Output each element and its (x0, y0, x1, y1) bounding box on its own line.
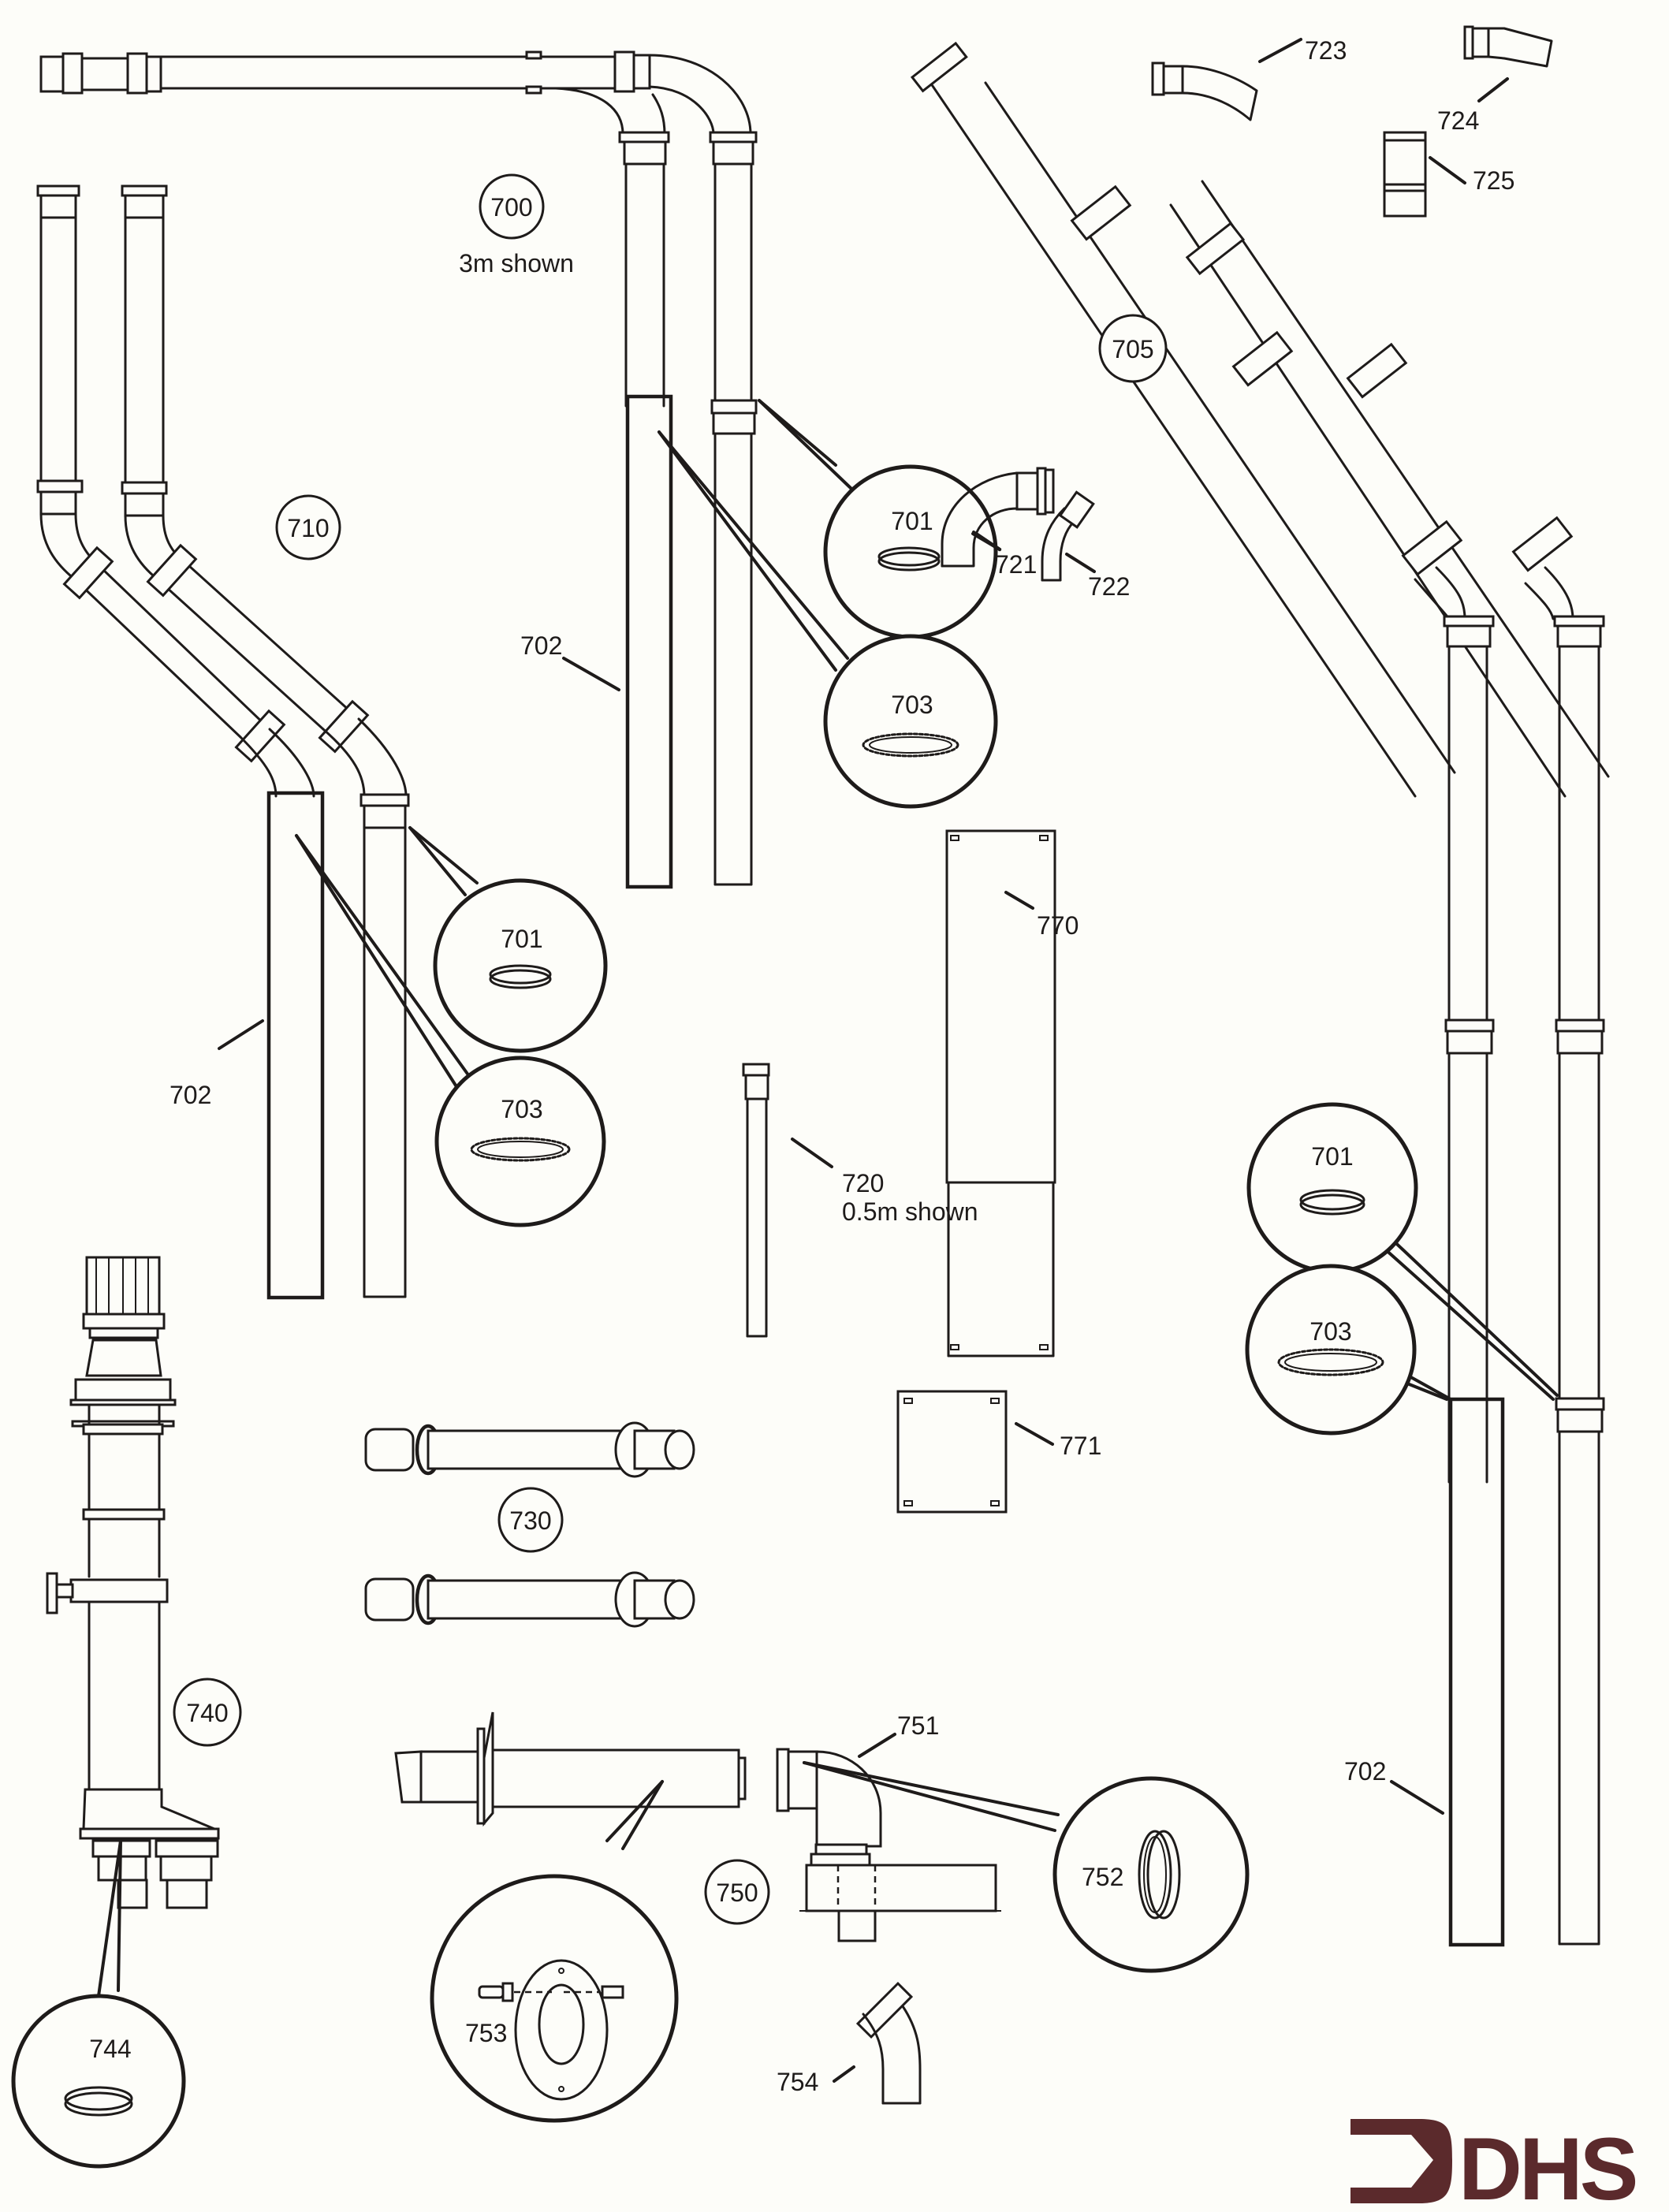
label-703-right: 703 (1309, 1317, 1351, 1346)
seal-ring-icon (1299, 1189, 1365, 1216)
label-753: 753 (465, 2019, 507, 2047)
label-701-right: 701 (1311, 1142, 1353, 1171)
fitting-723: 723 (1151, 36, 1347, 121)
label-740: 740 (186, 1699, 228, 1727)
seal-ring-icon (489, 964, 552, 989)
label-702-left: 702 (170, 1081, 211, 1109)
label-724: 724 (1437, 106, 1479, 135)
label-770: 770 (1037, 911, 1079, 940)
dhs-arrow-icon (1350, 2119, 1452, 2203)
fitting-721: 721 (941, 467, 1055, 579)
label-744: 744 (89, 2035, 131, 2063)
fitting-725: 725 (1383, 131, 1514, 218)
seal-ring-icon (64, 2086, 133, 2117)
terminal-750 (394, 1711, 747, 1850)
terminal-730-lower (364, 1571, 695, 1628)
detail-bubble-744: 744 (11, 1994, 186, 2169)
callout-circle-700 (479, 173, 545, 240)
label-701-center: 701 (891, 507, 933, 535)
fitting-722: 722 (1041, 490, 1130, 601)
pipe-720: 720 0.5m shown (742, 1063, 978, 1338)
bend-754: 754 (777, 1981, 922, 2105)
label-722: 722 (1088, 572, 1130, 601)
label-750: 750 (716, 1879, 758, 1907)
seal-ring-icon (877, 546, 941, 572)
callout-circle-750 (704, 1859, 770, 1925)
label-771: 771 (1060, 1432, 1101, 1460)
label-754: 754 (777, 2068, 818, 2096)
label-710: 710 (287, 514, 329, 542)
plate-771: 771 (896, 1390, 1101, 1514)
dhs-logo-text: DHS (1459, 2120, 1636, 2212)
detail-bubble-701-center: 701 (823, 464, 998, 639)
note-700: 3m shown (459, 249, 574, 277)
detail-bubble-703-center: 703 (823, 634, 998, 809)
assembly-700: 700 3m shown 702 (39, 50, 853, 889)
label-721: 721 (995, 550, 1037, 579)
callout-circle-705 (1098, 314, 1168, 383)
label-700: 700 (490, 193, 532, 222)
terminal-730-upper (364, 1421, 695, 1478)
terminal-740: 740 (46, 1256, 242, 1998)
label-703-left: 703 (501, 1095, 542, 1123)
label-725: 725 (1473, 166, 1514, 195)
detail-bubble-703-left: 703 (434, 1056, 606, 1227)
detail-bubble-753: 753 (430, 1874, 679, 2123)
dhs-logo: DHS (1350, 2119, 1639, 2212)
label-720: 720 (842, 1169, 884, 1197)
label-701-left: 701 (501, 925, 542, 953)
label-702-center: 702 (520, 631, 562, 660)
assembly-710: 710 702 (36, 184, 479, 1300)
callout-circle-740 (173, 1678, 242, 1747)
label-702-right: 702 (1344, 1757, 1386, 1786)
roof-flashing-750 (799, 1843, 1001, 1942)
seal-ring-icon (1138, 1830, 1181, 1920)
label-705: 705 (1112, 335, 1153, 363)
detail-bubble-701-right: 701 (1246, 1102, 1418, 1274)
elbow-751: 751 (776, 1711, 1060, 1848)
label-723: 723 (1305, 36, 1347, 65)
label-751: 751 (897, 1711, 939, 1740)
fitting-724: 724 (1437, 25, 1553, 135)
detail-bubble-703-right: 703 (1245, 1264, 1417, 1436)
label-703-center: 703 (891, 691, 933, 719)
spring-clip-icon (862, 732, 959, 758)
cover-770: 770 (945, 829, 1079, 1357)
spring-clip-icon (1277, 1348, 1384, 1376)
label-730: 730 (509, 1506, 551, 1535)
label-752: 752 (1082, 1863, 1123, 1891)
note-720: 0.5m shown (842, 1197, 978, 1226)
callout-circle-730 (497, 1487, 564, 1553)
assembly-705: 705 702 (910, 41, 1610, 1947)
detail-bubble-752: 752 (1052, 1776, 1250, 1973)
detail-bubble-701-left: 701 (433, 878, 608, 1053)
callout-circle-710 (275, 494, 341, 560)
spring-clip-icon (470, 1137, 571, 1162)
